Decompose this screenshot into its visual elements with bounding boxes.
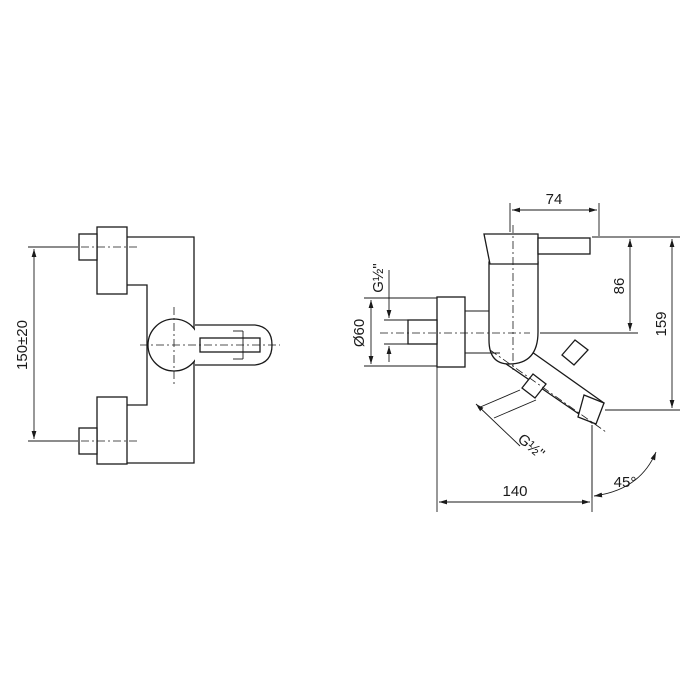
handle-cap — [483, 233, 539, 265]
inlet-pipe-side — [407, 319, 438, 345]
inlet-spacing-label: 150±20 — [14, 320, 31, 370]
side-view: 74 86 159 Ø60 G½" G½" 140 45° — [351, 191, 680, 512]
projection-label: 140 — [502, 483, 527, 500]
ext-outlet-2 — [493, 399, 537, 419]
upper-outlet — [561, 339, 589, 366]
total-height-label: 159 — [653, 311, 670, 336]
inlet-thread-label: G½" — [370, 263, 387, 293]
handle-depth-label: 74 — [546, 191, 563, 208]
front-view: 150±20 — [14, 226, 280, 465]
wall-body — [436, 296, 466, 368]
upper-inlet-block — [96, 226, 128, 295]
dim-line-outlet-thread — [475, 403, 521, 447]
outlet-thread-label: G½" — [514, 431, 548, 463]
spout-angle-label: 45° — [614, 474, 637, 491]
ext-outlet-1 — [477, 389, 521, 409]
lower-inlet-block — [96, 396, 128, 465]
side-centerline-spout — [489, 349, 607, 433]
body-diameter-label: Ø60 — [351, 319, 368, 347]
lower-outlet — [521, 373, 547, 399]
vertical-column — [488, 261, 539, 365]
handle-height-label: 86 — [611, 278, 628, 295]
handle-lever-side — [537, 237, 591, 255]
angle-arc — [593, 451, 657, 498]
